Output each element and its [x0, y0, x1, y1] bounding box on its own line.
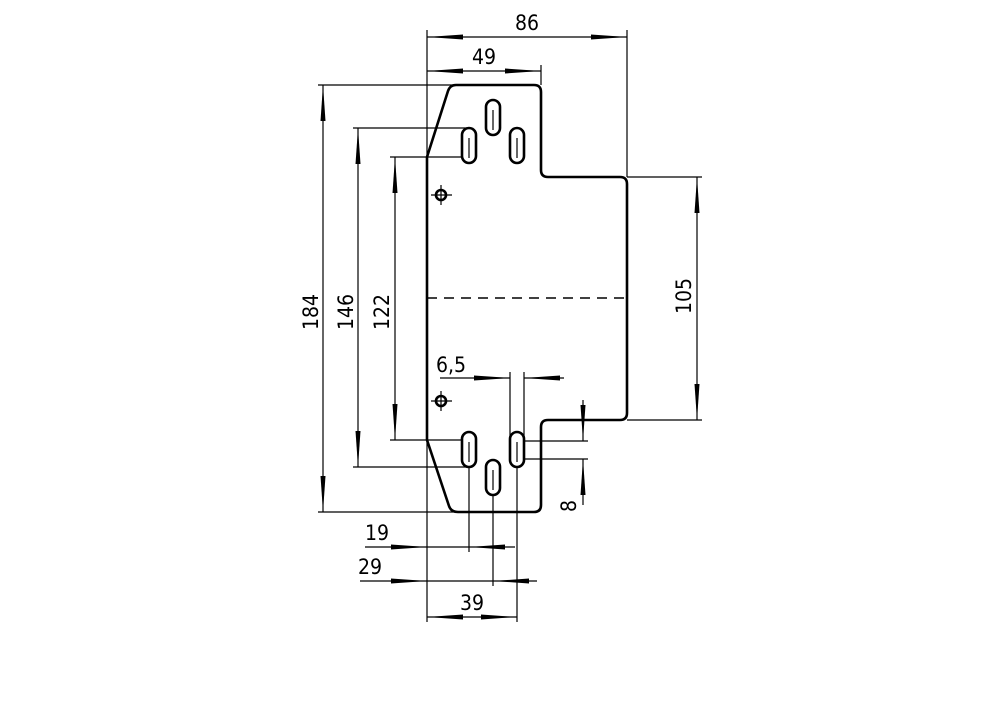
slot [484, 98, 502, 137]
hole-icon [431, 185, 452, 205]
dim-label-86: 86 [515, 11, 539, 35]
dim-label-146: 146 [334, 294, 358, 330]
dim-label-8: 8 [557, 500, 581, 512]
dim-label-19: 19 [365, 521, 389, 545]
dim-label-39: 39 [460, 591, 484, 615]
dim-label-29: 29 [358, 555, 382, 579]
dimension-lines [320, 34, 700, 620]
slot [508, 126, 526, 165]
hole-icon [431, 391, 452, 411]
plate-outline [425, 83, 629, 514]
mounting-slots [460, 98, 526, 497]
dim-label-6-5: 6,5 [436, 353, 466, 377]
extension-lines [318, 30, 702, 622]
dim-label-184: 184 [299, 294, 323, 330]
dim-label-49: 49 [472, 45, 496, 69]
dim-label-122: 122 [370, 294, 394, 330]
dim-label-105: 105 [672, 278, 696, 314]
